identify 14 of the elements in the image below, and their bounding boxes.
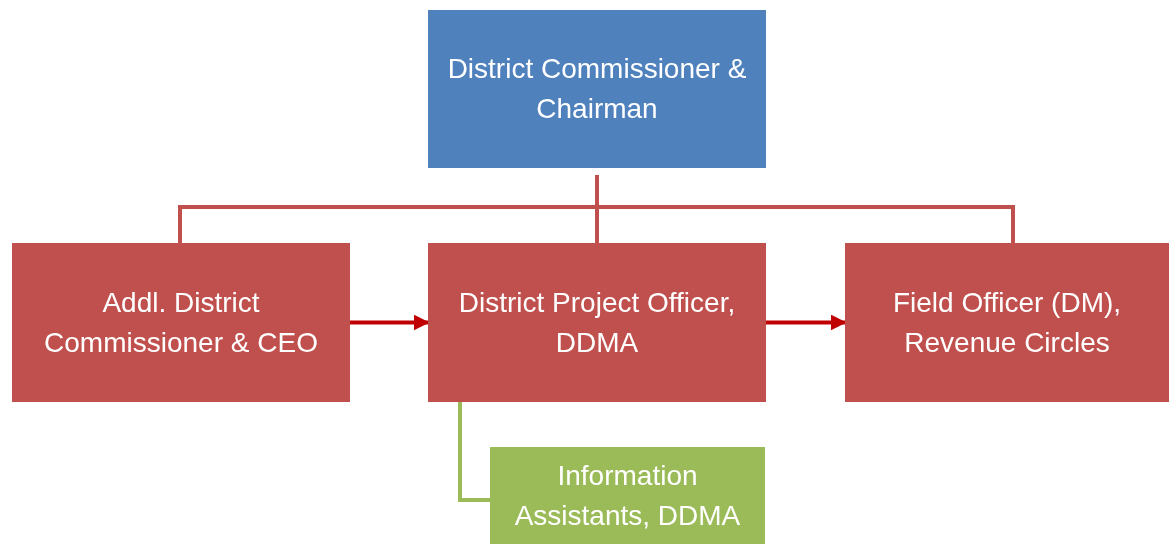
arrow — [350, 314, 430, 331]
connector-line — [595, 175, 1015, 243]
connector-line — [458, 402, 490, 502]
role-box — [428, 243, 766, 402]
title-box — [428, 10, 766, 168]
box-label: District Commissioner & Chairman — [446, 52, 748, 126]
role-box — [12, 243, 350, 402]
arrow — [766, 314, 847, 331]
role-box — [490, 447, 765, 544]
box-label: District Project Officer, DDMA — [457, 285, 737, 360]
box-label: Field Officer (DM), Revenue Circles — [891, 285, 1123, 360]
role-box — [845, 243, 1169, 402]
box-label: Information Assistants, DDMA — [513, 458, 742, 533]
box-label: Addl. District Commissioner & CEO — [43, 285, 319, 360]
